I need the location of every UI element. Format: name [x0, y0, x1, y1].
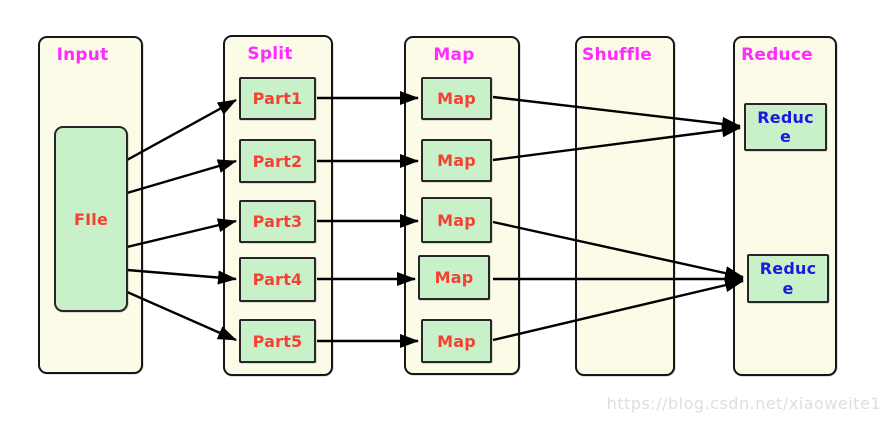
column-header-split: Split	[247, 44, 293, 64]
node-file: FIle	[54, 126, 128, 312]
watermark: https://blog.csdn.net/xiaoweite1	[606, 394, 881, 413]
node-label-file: FIle	[73, 209, 109, 229]
node-label-map3: Map	[437, 210, 476, 230]
arrow-file-part3	[126, 218, 237, 249]
node-label-part2: Part2	[252, 151, 303, 171]
node-map1: Map	[421, 77, 492, 120]
column-header-map: Map	[433, 45, 475, 65]
node-label-map1: Map	[437, 89, 476, 108]
column-shuffle: Shuffle	[575, 36, 675, 376]
arrow-file-part4	[126, 268, 237, 285]
node-map2: Map	[421, 139, 492, 182]
node-label-reduce2: Reduce	[759, 259, 817, 298]
node-label-part4: Part4	[252, 270, 303, 289]
node-reduce2: Reduce	[747, 254, 829, 303]
column-header-shuffle: Shuffle	[582, 45, 652, 65]
node-part5: Part5	[239, 319, 316, 363]
node-label-map4: Map	[434, 268, 474, 287]
node-part2: Part2	[239, 139, 316, 183]
arrow-file-part5	[126, 290, 237, 342]
arrow-file-part2	[126, 159, 237, 195]
node-map4: Map	[418, 255, 490, 300]
arrow-file-part1	[126, 98, 237, 162]
node-reduce1: Reduce	[744, 103, 827, 151]
node-label-reduce1: Reduce	[757, 107, 814, 146]
node-label-map5: Map	[437, 331, 476, 351]
node-label-part5: Part5	[252, 331, 303, 351]
column-header-input: Input	[56, 45, 109, 65]
node-label-map2: Map	[437, 151, 476, 170]
node-map5: Map	[421, 319, 492, 363]
node-part3: Part3	[239, 200, 316, 243]
node-part1: Part1	[239, 77, 316, 120]
node-label-part3: Part3	[252, 212, 303, 231]
node-part4: Part4	[239, 257, 316, 302]
node-label-part1: Part1	[252, 89, 303, 108]
column-header-reduce: Reduce	[741, 45, 813, 65]
node-map3: Map	[421, 197, 492, 243]
column-reduce: Reduce	[733, 36, 837, 376]
